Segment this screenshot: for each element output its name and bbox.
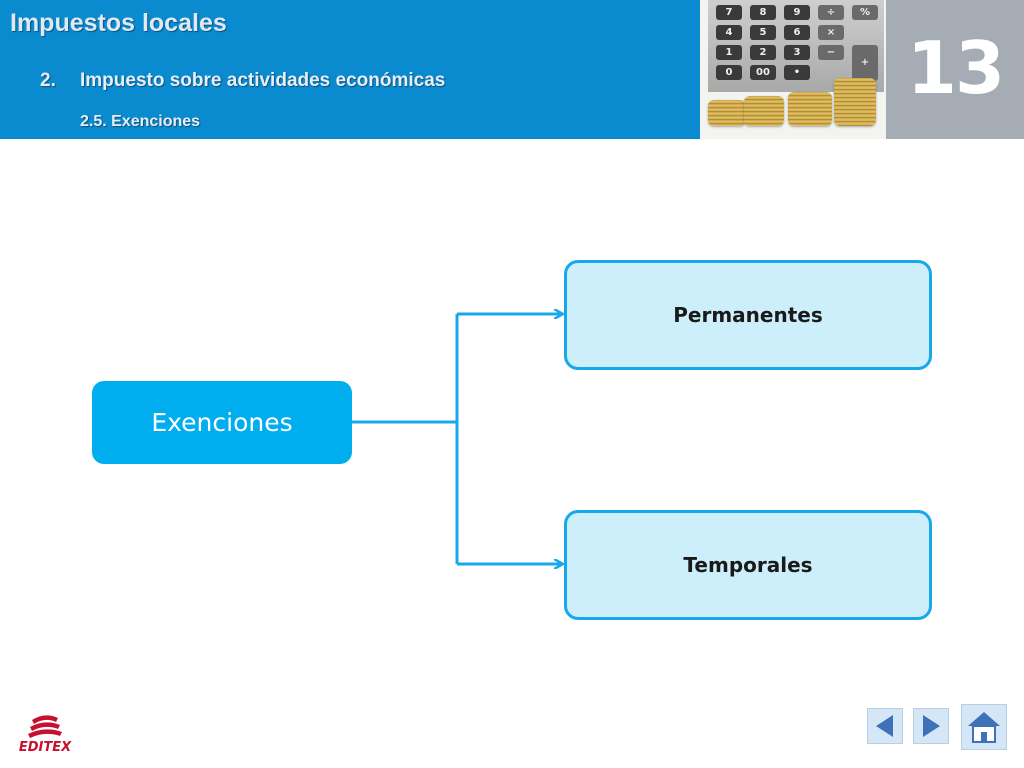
section-heading: 2. Impuesto sobre actividades económicas bbox=[40, 70, 445, 92]
home-icon bbox=[968, 712, 1000, 743]
back-button[interactable] bbox=[867, 708, 903, 744]
home-button[interactable] bbox=[961, 704, 1007, 750]
coin-stack bbox=[744, 96, 784, 126]
calc-key: 1 bbox=[716, 45, 742, 60]
calc-key: • bbox=[784, 65, 810, 80]
back-arrow-icon bbox=[876, 715, 893, 737]
calc-key: 00 bbox=[750, 65, 776, 80]
editex-logo-mark bbox=[28, 715, 62, 738]
calc-key: 8 bbox=[750, 5, 776, 20]
node-exenciones: Exenciones bbox=[92, 381, 352, 464]
calc-key: − bbox=[818, 45, 844, 60]
calc-key: ÷ bbox=[818, 5, 844, 20]
calc-key: 5 bbox=[750, 25, 776, 40]
page-title: Impuestos locales bbox=[10, 9, 227, 37]
calculator-image: 7 8 9 ÷ % 4 5 6 × 1 2 3 − + 0 00 • bbox=[708, 0, 884, 92]
unit-number-panel: 13 bbox=[886, 0, 1024, 139]
editex-logo: EDITEX bbox=[10, 712, 80, 758]
calculator-coins-image: 7 8 9 ÷ % 4 5 6 × 1 2 3 − + 0 00 • bbox=[700, 0, 886, 139]
calc-key: 0 bbox=[716, 65, 742, 80]
calc-key: 9 bbox=[784, 5, 810, 20]
calc-key: 2 bbox=[750, 45, 776, 60]
calc-key: 7 bbox=[716, 5, 742, 20]
node-permanentes-label: Permanentes bbox=[673, 303, 823, 327]
node-exenciones-label: Exenciones bbox=[151, 408, 293, 437]
node-permanentes: Permanentes bbox=[564, 260, 932, 370]
calc-key: × bbox=[818, 25, 844, 40]
coin-stack bbox=[788, 92, 832, 126]
calc-key: 6 bbox=[784, 25, 810, 40]
node-temporales-label: Temporales bbox=[683, 553, 813, 577]
section-number: 2. bbox=[40, 70, 56, 91]
unit-number: 13 bbox=[906, 26, 1005, 110]
coin-stack bbox=[708, 100, 746, 126]
calc-key: % bbox=[852, 5, 878, 20]
calc-key: 4 bbox=[716, 25, 742, 40]
editex-logo-text: EDITEX bbox=[18, 740, 72, 755]
calc-key: + bbox=[852, 45, 878, 81]
forward-button[interactable] bbox=[913, 708, 949, 744]
coin-stack bbox=[834, 78, 876, 126]
subsection-heading: 2.5. Exenciones bbox=[80, 113, 201, 130]
section-title: Impuesto sobre actividades económicas bbox=[80, 70, 446, 91]
header-banner: Impuestos locales 2. Impuesto sobre activ… bbox=[0, 0, 700, 139]
forward-arrow-icon bbox=[923, 715, 940, 737]
node-temporales: Temporales bbox=[564, 510, 932, 620]
calc-key: 3 bbox=[784, 45, 810, 60]
